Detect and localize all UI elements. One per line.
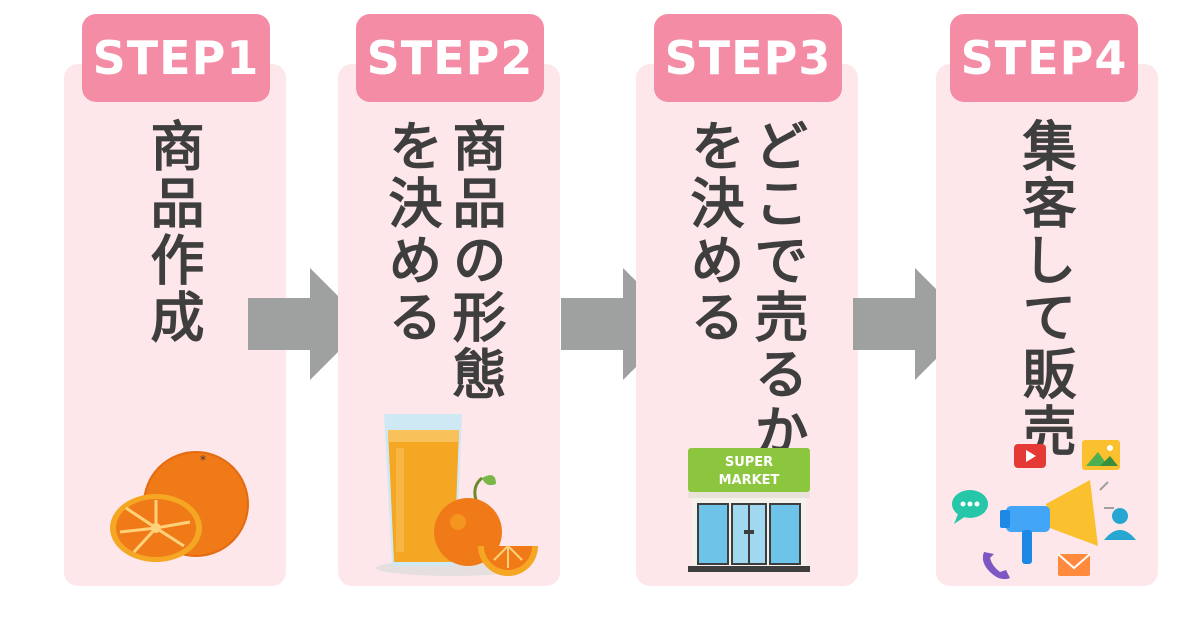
juice-glass-icon [376,414,538,576]
chat-icon [952,490,988,524]
phone-icon [982,552,1010,580]
supermarket-icon: SUPER MARKET [688,448,810,572]
video-icon [1014,444,1046,468]
step-badge-3: STEP3 [654,14,842,102]
step-badge-1: STEP1 [82,14,270,102]
svg-text:*: * [200,453,206,467]
step-badge-2: STEP2 [356,14,544,102]
step-title-3: どこで売るか を決める [681,118,808,460]
step-title-4: 集客して販売 [1013,118,1076,460]
user-icon [1104,508,1136,540]
store-sign-line2: MARKET [719,473,780,488]
step-badge-4: STEP4 [950,14,1138,102]
orange-icon: * [110,451,249,562]
image-icon [1082,440,1120,470]
mail-icon [1057,553,1091,576]
megaphone-icon [952,440,1136,580]
step-title-2: 商品の形態 を決める [379,118,506,403]
store-sign-line1: SUPER [725,455,773,470]
arrow-right-icon [248,268,366,380]
step-title-1: 商品作成 [141,118,204,346]
